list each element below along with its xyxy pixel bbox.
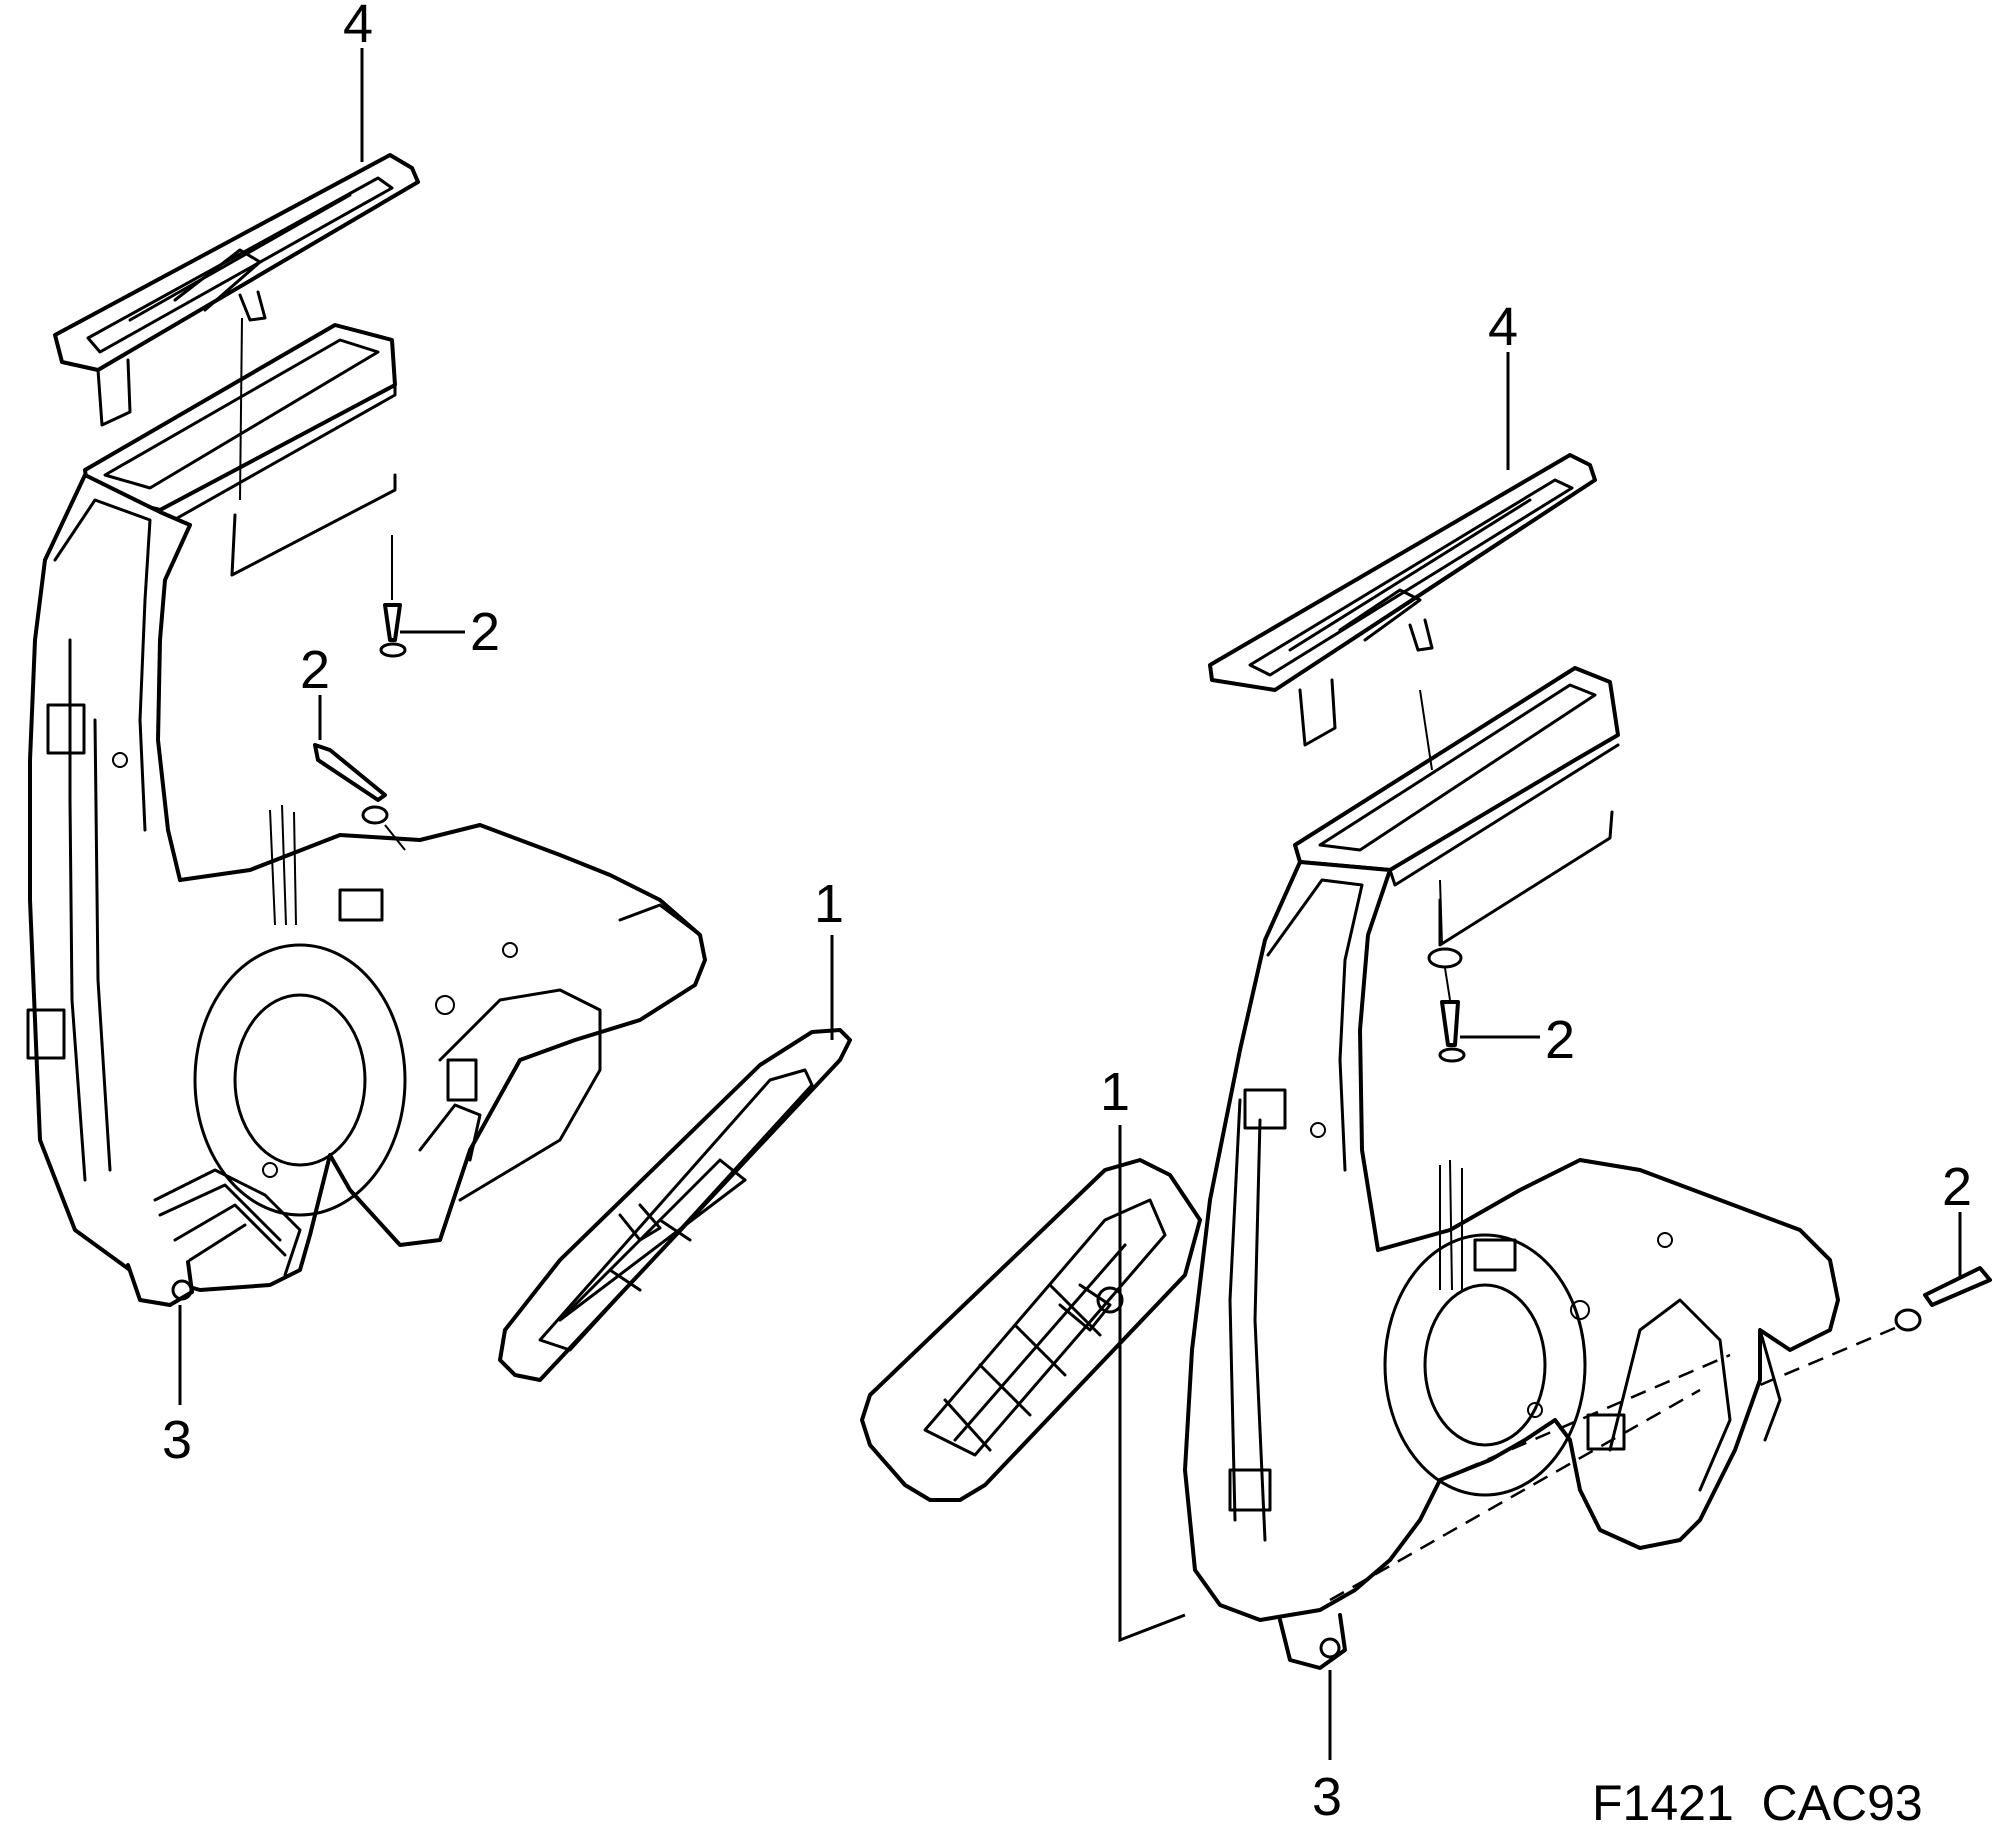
callout-right-4: 4 (1488, 297, 1518, 357)
right-air-duct (1183, 860, 1840, 1670)
callout-right-2-upper: 2 (1545, 1010, 1575, 1070)
callout-right-2-side: 2 (1942, 1157, 1972, 1217)
callout-left-3: 3 (162, 1410, 192, 1470)
callout-left-4: 4 (343, 0, 373, 54)
left-side-vent (498, 1028, 852, 1382)
right-top-grille (1208, 453, 1597, 747)
left-callout-leaders (178, 48, 834, 1405)
callout-right-1: 1 (1100, 1062, 1130, 1122)
callout-left-1: 1 (814, 874, 844, 934)
right-side-vent (860, 1158, 1202, 1502)
callout-left-2-middle: 2 (300, 640, 330, 700)
left-top-grille (53, 153, 420, 427)
callout-left-2-upper: 2 (470, 602, 500, 662)
callout-right-3: 3 (1312, 1767, 1342, 1827)
right-duct-assembly (860, 352, 1992, 1760)
left-air-duct (26, 473, 707, 1307)
figure-code: F1421 CAC93 (1592, 1775, 1923, 1831)
right-callout-leaders (1118, 352, 1992, 1760)
left-duct-assembly (26, 48, 852, 1405)
